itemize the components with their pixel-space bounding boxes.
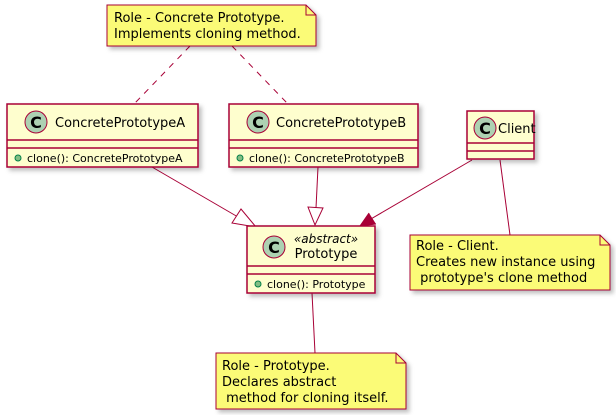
class-circle-letter: C — [30, 113, 42, 132]
class-circle-letter: C — [268, 238, 280, 257]
public-visibility-icon — [236, 154, 244, 162]
class-circle-icon — [24, 110, 48, 134]
note-link-client — [499, 159, 511, 236]
note-client-line-2: Creates new instance using — [416, 255, 595, 270]
class-name-concrete-a: ConcretePrototypeA — [55, 116, 185, 131]
class-circle-letter: C — [252, 113, 264, 132]
class-circle-icon — [262, 235, 286, 259]
class-circle-icon — [246, 110, 270, 134]
class-concrete-prototype-b[interactable]: C ConcretePrototypeB clone(): ConcretePr… — [228, 103, 419, 168]
note-prototype-line-3: method for cloning itself. — [222, 391, 389, 406]
class-name-client: Client — [498, 122, 536, 137]
class-circle-icon — [473, 116, 497, 140]
inheritance-arrowhead-a — [231, 208, 258, 228]
class-name-concrete-b: ConcretePrototypeB — [276, 116, 406, 131]
note-client-line-3: prototype's clone method — [416, 271, 587, 286]
note-concrete-line-2: Implements cloning method. — [114, 27, 301, 42]
note-link-concrete-a — [134, 45, 191, 104]
stereotype-abstract: «abstract» — [294, 232, 358, 246]
class-concrete-prototype-a[interactable]: C ConcretePrototypeA clone(): ConcretePr… — [6, 103, 199, 168]
note-link-prototype — [311, 292, 316, 354]
class-circle-letter: C — [479, 119, 491, 138]
public-visibility-icon — [14, 154, 22, 162]
note-link-concrete-b — [231, 45, 288, 104]
note-concrete-line-1: Role - Concrete Prototype. — [114, 11, 285, 26]
note-concrete-prototype — [106, 4, 317, 47]
class-client[interactable]: C Client — [466, 110, 536, 160]
member-clone-concrete-a: clone(): ConcretePrototypeA — [27, 152, 183, 165]
connectors — [134, 45, 511, 354]
public-visibility-icon — [254, 280, 262, 288]
note-prototype-line-2: Declares abstract — [222, 375, 336, 390]
inheritance-line-b — [315, 166, 319, 209]
member-clone-prototype: clone(): Prototype — [267, 278, 366, 291]
association-arrowhead-client — [358, 212, 377, 227]
class-prototype[interactable]: C «abstract» Prototype clone(): Prototyp… — [246, 225, 376, 294]
note-prototype — [215, 352, 407, 410]
note-client-line-1: Role - Client. — [416, 239, 499, 254]
inheritance-line-a — [151, 166, 239, 218]
association-line-client — [363, 159, 473, 224]
member-clone-concrete-b: clone(): ConcretePrototypeB — [249, 152, 405, 165]
inheritance-arrowhead-b — [307, 206, 324, 227]
note-client — [409, 234, 611, 291]
class-name-prototype: Prototype — [295, 247, 358, 262]
note-prototype-line-1: Role - Prototype. — [222, 359, 330, 374]
